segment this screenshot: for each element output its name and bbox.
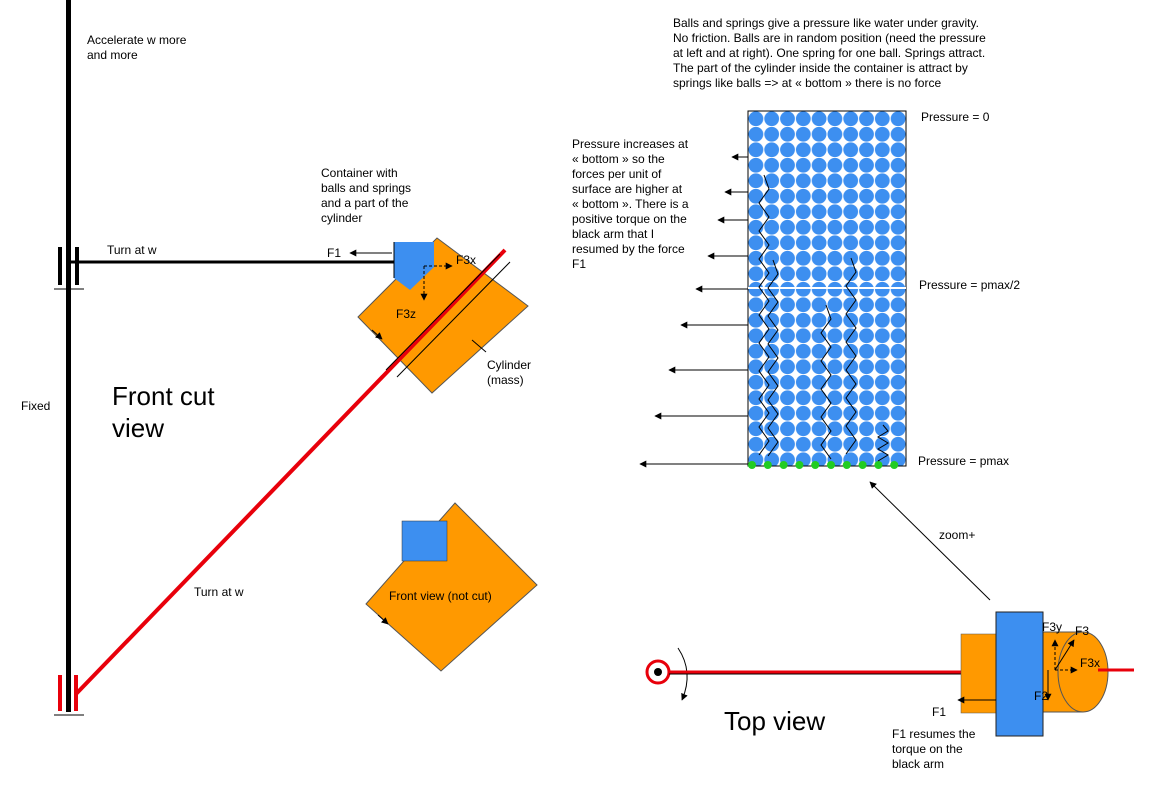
green-ball <box>811 461 820 469</box>
zoom-arrow <box>869 481 991 601</box>
green-ball <box>842 461 851 469</box>
spring <box>845 257 857 455</box>
f3-top-label: F3 <box>1075 624 1090 638</box>
green-ball <box>748 461 756 469</box>
green-ball <box>890 461 899 469</box>
red-arm <box>74 248 511 696</box>
turn-top-label: Turn at w <box>107 243 157 257</box>
f3-front-arrows <box>420 262 453 301</box>
pressure-arrows <box>639 153 748 468</box>
spring <box>820 304 832 460</box>
top-view-force-arrows <box>957 639 1078 704</box>
green-ball <box>795 461 804 469</box>
balls-container <box>747 110 907 467</box>
fixed-label: Fixed <box>21 399 51 413</box>
front-view-label: Front view (not cut) <box>389 589 492 603</box>
front-view-shape <box>365 502 538 672</box>
top-view-container <box>995 611 1044 737</box>
balls-note: Balls and springs give a pressure like w… <box>673 16 986 90</box>
green-ball <box>827 461 835 469</box>
pressure-note: Pressure increases at « bottom » so the … <box>572 137 689 271</box>
zoom-label: zoom+ <box>939 528 976 542</box>
f2-top-label: F2 <box>1034 689 1049 703</box>
pressure-max-label: Pressure = pmax <box>918 454 1010 468</box>
vertical-shaft <box>66 0 71 712</box>
bottom-green-balls <box>748 461 899 469</box>
pressure-0-label: Pressure = 0 <box>921 110 990 124</box>
green-ball <box>779 461 788 469</box>
f1-resumes-label: F1 resumes the torque on the black arm <box>892 727 976 771</box>
spring <box>758 174 770 456</box>
accelerate-label: Accelerate w more and more <box>87 33 187 62</box>
spring <box>767 259 779 457</box>
turn-arm-label: Turn at w <box>194 585 244 599</box>
pressure-half-label: Pressure = pmax/2 <box>919 278 1021 292</box>
f3x-front-label: F3x <box>456 253 477 267</box>
f3y-top-label: F3y <box>1042 620 1063 634</box>
spring <box>877 424 889 462</box>
f1-top-label: F1 <box>932 705 947 719</box>
cylinder-leader <box>471 339 487 353</box>
f1-front-label: F1 <box>327 246 342 260</box>
front-cut-view-title: Front cut view <box>112 381 215 443</box>
top-view-title: Top view <box>724 706 826 736</box>
f3z-front-label: F3z <box>396 307 417 321</box>
green-ball <box>874 461 883 469</box>
green-ball <box>858 461 867 469</box>
springs <box>758 174 889 462</box>
green-ball <box>763 461 772 469</box>
f3x-top-label: F3x <box>1080 656 1101 670</box>
cylinder-label: Cylinder (mass) <box>487 358 532 387</box>
container-label: Container with balls and springs and a p… <box>321 166 412 225</box>
container <box>393 242 434 290</box>
top-bearing <box>54 247 84 290</box>
